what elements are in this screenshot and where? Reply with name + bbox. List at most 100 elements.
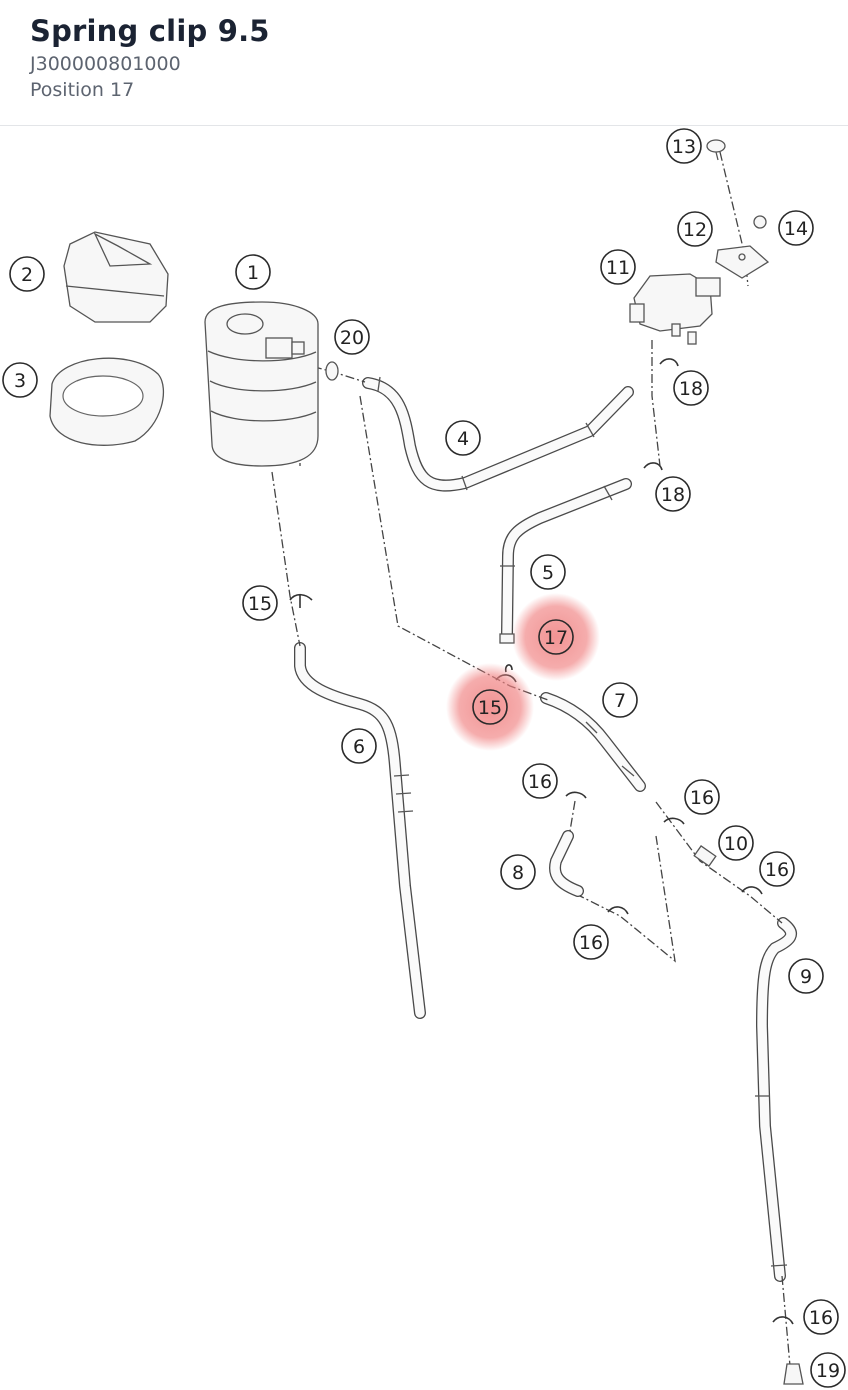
callout-number-11: 11 <box>606 257 630 279</box>
callout-circle-6 <box>341 728 377 764</box>
callout-number-4: 4 <box>457 428 469 450</box>
callout-circle-3 <box>2 362 38 398</box>
callout-2[interactable]: 2 <box>9 256 45 292</box>
callout-16[interactable]: 16 <box>803 1299 839 1335</box>
highlight-glow-17 <box>512 593 600 681</box>
hose-9 <box>755 917 797 1282</box>
page-header: Spring clip 9.5 J300000801000 Position 1… <box>0 0 848 126</box>
callout-circle-18 <box>655 476 691 512</box>
callout-number-20: 20 <box>340 327 364 349</box>
fitting-part-17[interactable] <box>499 633 515 644</box>
callout-circle-4 <box>445 420 481 456</box>
callout-circle-12 <box>677 211 713 247</box>
callout-number-16: 16 <box>528 771 552 793</box>
callout-16[interactable]: 16 <box>522 763 558 799</box>
connector-part-19[interactable] <box>783 1363 804 1385</box>
callout-19[interactable]: 19 <box>810 1352 846 1388</box>
canister-part-1[interactable] <box>204 301 319 467</box>
callout-circle-16 <box>684 779 720 815</box>
callout-16[interactable]: 16 <box>573 924 609 960</box>
hose-4 <box>362 376 634 492</box>
callout-number-15: 15 <box>248 593 272 615</box>
callout-number-1: 1 <box>247 262 259 284</box>
callout-16[interactable]: 16 <box>684 779 720 815</box>
callout-18[interactable]: 18 <box>673 370 709 406</box>
exploded-parts-diagram[interactable]: 1234567891011121314151516161616161718181… <box>0 126 848 1390</box>
callout-11[interactable]: 11 <box>600 249 636 285</box>
cover-part-2[interactable] <box>63 231 169 323</box>
callout-number-12: 12 <box>683 219 707 241</box>
hose-7 <box>540 692 646 792</box>
connector-part-10[interactable] <box>693 845 717 867</box>
callout-circle-7 <box>602 682 638 718</box>
callout-4[interactable]: 4 <box>445 420 481 456</box>
callout-number-8: 8 <box>512 862 524 884</box>
callout-number-10: 10 <box>724 833 748 855</box>
callout-number-19: 19 <box>816 1360 840 1382</box>
callout-number-16: 16 <box>809 1307 833 1329</box>
callout-14[interactable]: 14 <box>778 210 814 246</box>
hose-8 <box>549 830 584 897</box>
callout-number-3: 3 <box>14 370 26 392</box>
part-title: Spring clip 9.5 <box>30 14 270 48</box>
callout-number-13: 13 <box>672 136 696 158</box>
callout-15[interactable]: 15 <box>242 585 278 621</box>
hose-5 <box>500 478 632 640</box>
callout-3[interactable]: 3 <box>2 362 38 398</box>
callout-12[interactable]: 12 <box>677 211 713 247</box>
callout-number-18: 18 <box>679 378 703 400</box>
part-number: J300000801000 <box>30 53 181 75</box>
callout-circle-2 <box>9 256 45 292</box>
callout-20[interactable]: 20 <box>334 319 370 355</box>
callout-13[interactable]: 13 <box>666 128 702 164</box>
callout-number-16: 16 <box>579 932 603 954</box>
callout-circle-8 <box>500 854 536 890</box>
callout-6[interactable]: 6 <box>341 728 377 764</box>
spring-clips <box>289 358 794 1325</box>
washer-part-20[interactable] <box>325 361 339 381</box>
callout-number-16: 16 <box>690 787 714 809</box>
nut-part-14[interactable] <box>753 215 767 229</box>
callout-number-18: 18 <box>661 484 685 506</box>
callout-number-14: 14 <box>784 218 808 240</box>
callout-circle-20 <box>334 319 370 355</box>
callout-circle-5 <box>530 554 566 590</box>
callout-circle-9 <box>788 958 824 994</box>
callout-18[interactable]: 18 <box>655 476 691 512</box>
callout-7[interactable]: 7 <box>602 682 638 718</box>
callout-layer: 1234567891011121314151516161616161718181… <box>2 128 846 1388</box>
callout-circle-13 <box>666 128 702 164</box>
highlight-glow-15 <box>446 663 534 751</box>
hose-6 <box>294 642 426 1019</box>
callout-circle-1 <box>235 254 271 290</box>
callout-circle-18 <box>673 370 709 406</box>
callout-circle-11 <box>600 249 636 285</box>
callout-circle-14 <box>778 210 814 246</box>
callout-5[interactable]: 5 <box>530 554 566 590</box>
callout-circle-16 <box>573 924 609 960</box>
screw-part-13[interactable] <box>706 139 726 161</box>
callout-circle-15 <box>242 585 278 621</box>
callout-circle-16 <box>759 851 795 887</box>
callout-circle-10 <box>718 825 754 861</box>
callout-circle-16 <box>522 763 558 799</box>
callout-number-7: 7 <box>614 690 626 712</box>
callout-number-15: 15 <box>478 697 502 719</box>
callout-10[interactable]: 10 <box>718 825 754 861</box>
callout-17[interactable]: 17 <box>538 619 574 655</box>
position-label: Position 17 <box>30 79 135 101</box>
callout-1[interactable]: 1 <box>235 254 271 290</box>
callout-number-2: 2 <box>21 264 33 286</box>
bracket-part-12[interactable] <box>715 245 770 279</box>
callout-number-5: 5 <box>542 562 554 584</box>
valve-part-11[interactable] <box>629 273 721 345</box>
callout-circle-15 <box>472 689 508 725</box>
ring-part-3[interactable] <box>49 357 165 446</box>
callout-number-6: 6 <box>353 736 365 758</box>
callout-9[interactable]: 9 <box>788 958 824 994</box>
callout-15[interactable]: 15 <box>472 689 508 725</box>
callout-circle-17 <box>538 619 574 655</box>
callout-number-9: 9 <box>800 966 812 988</box>
callout-8[interactable]: 8 <box>500 854 536 890</box>
callout-16[interactable]: 16 <box>759 851 795 887</box>
